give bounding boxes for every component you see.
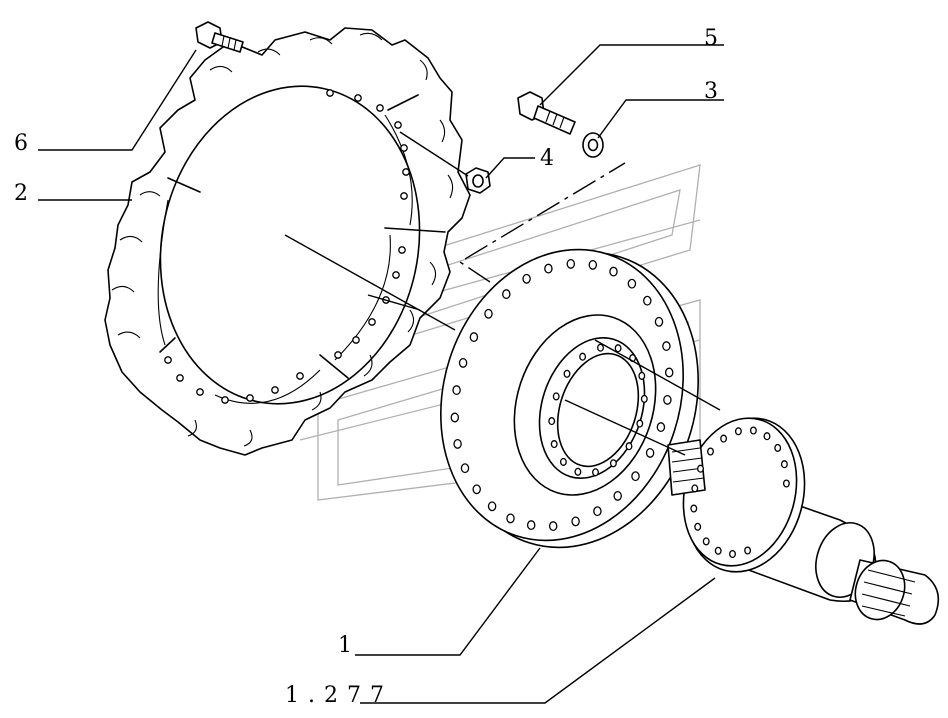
shaft-flange-hole	[774, 443, 782, 452]
washer-3	[582, 132, 604, 158]
flange-bolt-hole	[506, 513, 515, 524]
callout-4: 4	[540, 146, 554, 171]
flange-bolt-hole	[664, 367, 674, 378]
shaft-flange-hole	[690, 504, 698, 513]
boss-bolt-hole	[548, 417, 556, 426]
flange-bolt-hole	[450, 412, 460, 423]
boss-bolt-hole	[559, 457, 567, 466]
boss-bolt-hole	[597, 343, 604, 352]
boss-bolt-holes	[548, 343, 648, 477]
shaft-flange-hole	[749, 426, 757, 435]
boss-bolt-hole	[592, 468, 599, 477]
nut-4	[465, 167, 491, 194]
shaft-flange-hole	[763, 432, 771, 441]
shaft-flange-hole	[714, 546, 722, 555]
flange-bolt-hole	[548, 521, 558, 532]
shaft-flange-hole	[734, 427, 742, 436]
flange-bolt-hole	[460, 463, 470, 474]
boss-bolt-hole	[550, 440, 558, 449]
assembly-lines	[284, 131, 721, 456]
bolt-6	[195, 21, 244, 53]
boss-bolt-hole	[640, 394, 648, 403]
boss-bolt-hole	[614, 344, 622, 353]
flange-bolt-hole	[526, 520, 536, 531]
flange-bolt-hole	[609, 266, 618, 277]
shaft-flange-hole	[780, 460, 788, 469]
boss-bolt-hole	[636, 419, 644, 428]
boss-bolt-hole	[563, 369, 571, 378]
bolt-5	[517, 91, 576, 135]
flange-bolt-hole	[645, 447, 655, 458]
flange-bolt-hole	[662, 341, 671, 352]
shaft-flange-hole	[782, 479, 790, 488]
boss-bolt-hole	[552, 392, 560, 401]
boss-bolt-hole	[625, 442, 633, 451]
sprocket-ring	[104, 27, 471, 456]
hub-flange	[440, 248, 699, 549]
shaft-flange-hole	[697, 464, 704, 473]
final-drive-shaft	[667, 417, 940, 625]
flange-bolt-hole	[487, 501, 497, 512]
flange-bolt-hole	[484, 308, 493, 319]
callout-leaders	[38, 44, 724, 704]
boss-bolt-hole	[574, 467, 582, 476]
flange-bolt-holes	[450, 258, 674, 532]
flange-bolt-hole	[452, 385, 461, 396]
flange-bolt-hole	[469, 332, 479, 343]
shaft-flange-hole	[694, 522, 702, 531]
sprocket-bolt-holes	[164, 89, 410, 404]
flange-bolt-hole	[627, 278, 637, 289]
shaft-flange-holes	[690, 426, 790, 559]
flange-bolt-hole	[656, 422, 666, 433]
shaft-flange-hole	[720, 434, 728, 443]
flange-bolt-hole	[613, 490, 622, 501]
flange-bolt-hole	[566, 258, 576, 269]
flange-bolt-hole	[502, 289, 511, 300]
shaft-flange-hole	[729, 549, 736, 559]
flange-bolt-hole	[663, 394, 672, 405]
callout-1: 1	[338, 633, 352, 658]
shaft-flange-hole	[744, 546, 752, 555]
flange-bolt-hole	[453, 438, 462, 449]
flange-bolt-hole	[544, 263, 553, 274]
flange-bolt-hole	[643, 295, 652, 306]
reference-1-277: 1.277	[285, 683, 393, 708]
flange-bolt-hole	[631, 471, 640, 482]
shaft-flange-hole	[702, 537, 710, 546]
flange-bolt-hole	[522, 273, 531, 284]
boss-bolt-hole	[579, 352, 587, 361]
boss-bolt-hole	[609, 459, 617, 468]
shaft-flange-hole	[691, 484, 699, 493]
flange-bolt-hole	[654, 316, 664, 327]
callout-5: 5	[704, 26, 718, 51]
callout-3: 3	[704, 79, 718, 104]
boss-bolt-hole	[638, 371, 646, 380]
callout-6: 6	[14, 131, 28, 156]
flange-bolt-hole	[593, 506, 602, 517]
flange-bolt-hole	[571, 516, 580, 527]
shaft-flange-hole	[707, 447, 714, 456]
hub-bore	[556, 352, 640, 468]
flange-bolt-hole	[588, 259, 598, 270]
flange-bolt-hole	[472, 484, 481, 495]
flange-bolt-hole	[458, 357, 468, 368]
callout-2: 2	[14, 181, 28, 206]
